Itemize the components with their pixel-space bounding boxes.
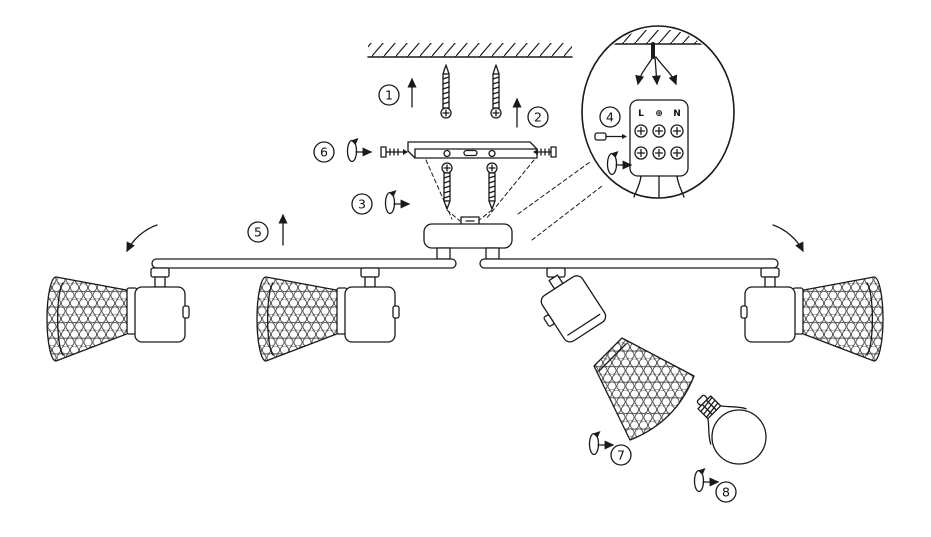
- step-2-marker: 2: [527, 106, 549, 128]
- step-3-marker: 3: [351, 193, 373, 215]
- step-6-label: 6: [320, 145, 328, 160]
- supply-cable: [635, 42, 678, 86]
- step-5-marker: 5: [247, 221, 269, 243]
- mounting-screw-left: [440, 64, 452, 119]
- terminal-label-l: L: [638, 109, 644, 119]
- terminal-label-n: N: [673, 109, 681, 119]
- step-1-label: 1: [385, 88, 393, 103]
- terminal-block: L ⊕ N: [629, 99, 689, 198]
- light-bulb: [696, 394, 767, 465]
- bracket-side-screw-right: [533, 146, 557, 158]
- spotlight-head-3: [540, 267, 607, 343]
- step-4-marker: 4: [599, 106, 621, 128]
- step-1-marker: 1: [378, 84, 400, 106]
- wiring-detail: L ⊕ N: [581, 25, 735, 199]
- step-7-label: 7: [617, 448, 625, 463]
- step-7-marker: 7: [610, 444, 632, 466]
- bracket-side-screw-left: [380, 146, 408, 158]
- rotate-screw-icon: [695, 468, 719, 492]
- spotlight-head-2: [256, 267, 400, 362]
- step-5-label: 5: [254, 225, 262, 240]
- wire-ferrule: [594, 132, 627, 141]
- curved-swivel-arrow-icon: [126, 224, 158, 253]
- lampshade-detached: [593, 337, 695, 441]
- canopy-screw-left: [441, 162, 453, 210]
- step-6-marker: 6: [313, 141, 335, 163]
- step-2-label: 2: [534, 110, 542, 125]
- rotate-screw-icon: [386, 190, 410, 214]
- rotate-screw-icon: [590, 431, 614, 455]
- step-8-label: 8: [722, 485, 730, 500]
- spotlight-head-1: [46, 267, 190, 362]
- rotate-screw-icon: [348, 138, 372, 162]
- alignment-guides: [425, 159, 603, 241]
- canopy-screw-right: [486, 162, 498, 210]
- mounting-screw-right: [490, 64, 502, 119]
- canopy: [423, 216, 513, 260]
- terminal-label-earth: ⊕: [655, 109, 663, 119]
- step-3-label: 3: [358, 197, 366, 212]
- step-8-marker: 8: [715, 481, 737, 503]
- mounting-bracket: [407, 141, 538, 159]
- step-4-label: 4: [606, 110, 614, 125]
- spotlight-bar: [151, 258, 779, 269]
- ceiling-surface: [367, 43, 573, 58]
- spotlight-head-4: [740, 267, 884, 362]
- curved-swivel-arrow-icon: [772, 224, 804, 253]
